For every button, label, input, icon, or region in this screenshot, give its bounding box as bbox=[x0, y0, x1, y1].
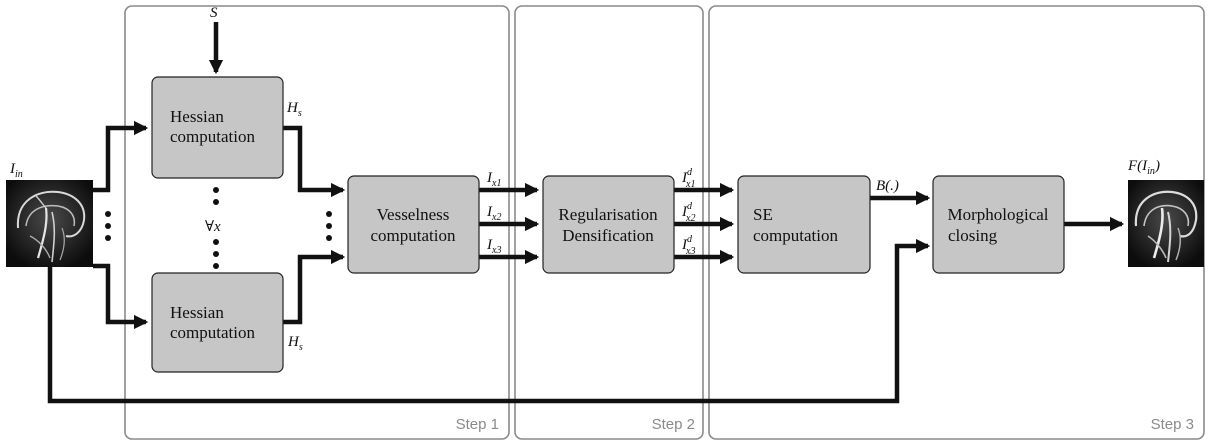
dots-vessel-2 bbox=[326, 223, 332, 229]
ellipsis-dots bbox=[105, 187, 332, 269]
hessian-bottom-line2: computation bbox=[170, 323, 255, 342]
hessian-bottom-box: Hessian computation bbox=[151, 272, 284, 373]
dots-hessian-5 bbox=[213, 263, 219, 269]
morphological-line1: Morphological bbox=[947, 205, 1048, 224]
step3-label: Step 3 bbox=[1151, 416, 1194, 433]
hessian-top-output-label: Hs bbox=[286, 100, 302, 119]
dots-hessian-1 bbox=[213, 187, 219, 193]
ix3-label: Ix3 bbox=[486, 237, 501, 256]
dots-hessian-2 bbox=[213, 199, 219, 205]
bfunc-label: B(.) bbox=[876, 178, 899, 194]
arrow-input-to-hessian-bottom bbox=[93, 263, 149, 330]
ix1-label: Ix1 bbox=[486, 170, 501, 189]
ix2-label: Ix2 bbox=[486, 204, 501, 223]
morphological-box: Morphological closing bbox=[932, 175, 1065, 274]
arrow-input-to-hessian-top bbox=[93, 120, 149, 193]
se-box: SE computation bbox=[737, 175, 871, 274]
regularisation-line2: Densification bbox=[562, 226, 654, 245]
dots-vessel-3 bbox=[326, 235, 332, 241]
se-line2: computation bbox=[753, 226, 838, 245]
dots-vessel-1 bbox=[326, 211, 332, 217]
output-label: F(Iin) bbox=[1127, 158, 1160, 177]
arrow-input-bypass bbox=[47, 238, 931, 404]
output-image bbox=[1128, 180, 1204, 267]
vesselness-line2: computation bbox=[371, 226, 456, 245]
step2-label: Step 2 bbox=[652, 416, 695, 433]
vesselness-box: Vesselness computation bbox=[347, 175, 480, 274]
scales-label: S bbox=[210, 5, 218, 21]
forall-label: ∀x bbox=[205, 219, 221, 235]
input-label: Iin bbox=[9, 161, 23, 180]
input-image bbox=[6, 180, 93, 267]
regularisation-box: Regularisation Densification bbox=[542, 175, 675, 274]
regularisation-line1: Regularisation bbox=[558, 205, 658, 224]
hessian-top-box: Hessian computation bbox=[151, 76, 284, 179]
connections bbox=[47, 22, 1125, 404]
hessian-bottom-output-label: Hs bbox=[287, 334, 303, 353]
morphological-line2: closing bbox=[948, 226, 998, 245]
arrow-hessian-bottom-to-vesselness bbox=[283, 249, 346, 325]
hessian-top-line1: Hessian bbox=[170, 107, 224, 126]
se-line1: SE bbox=[753, 205, 773, 224]
dots-input-2 bbox=[105, 223, 111, 229]
arrow-hessian-top-to-vesselness bbox=[283, 125, 346, 198]
vesselness-line1: Vesselness bbox=[377, 205, 450, 224]
dots-hessian-4 bbox=[213, 251, 219, 257]
hessian-bottom-line1: Hessian bbox=[170, 303, 224, 322]
dots-hessian-3 bbox=[213, 239, 219, 245]
hessian-top-line2: computation bbox=[170, 127, 255, 146]
dots-input-1 bbox=[105, 211, 111, 217]
dots-input-3 bbox=[105, 235, 111, 241]
step1-label: Step 1 bbox=[456, 416, 499, 433]
